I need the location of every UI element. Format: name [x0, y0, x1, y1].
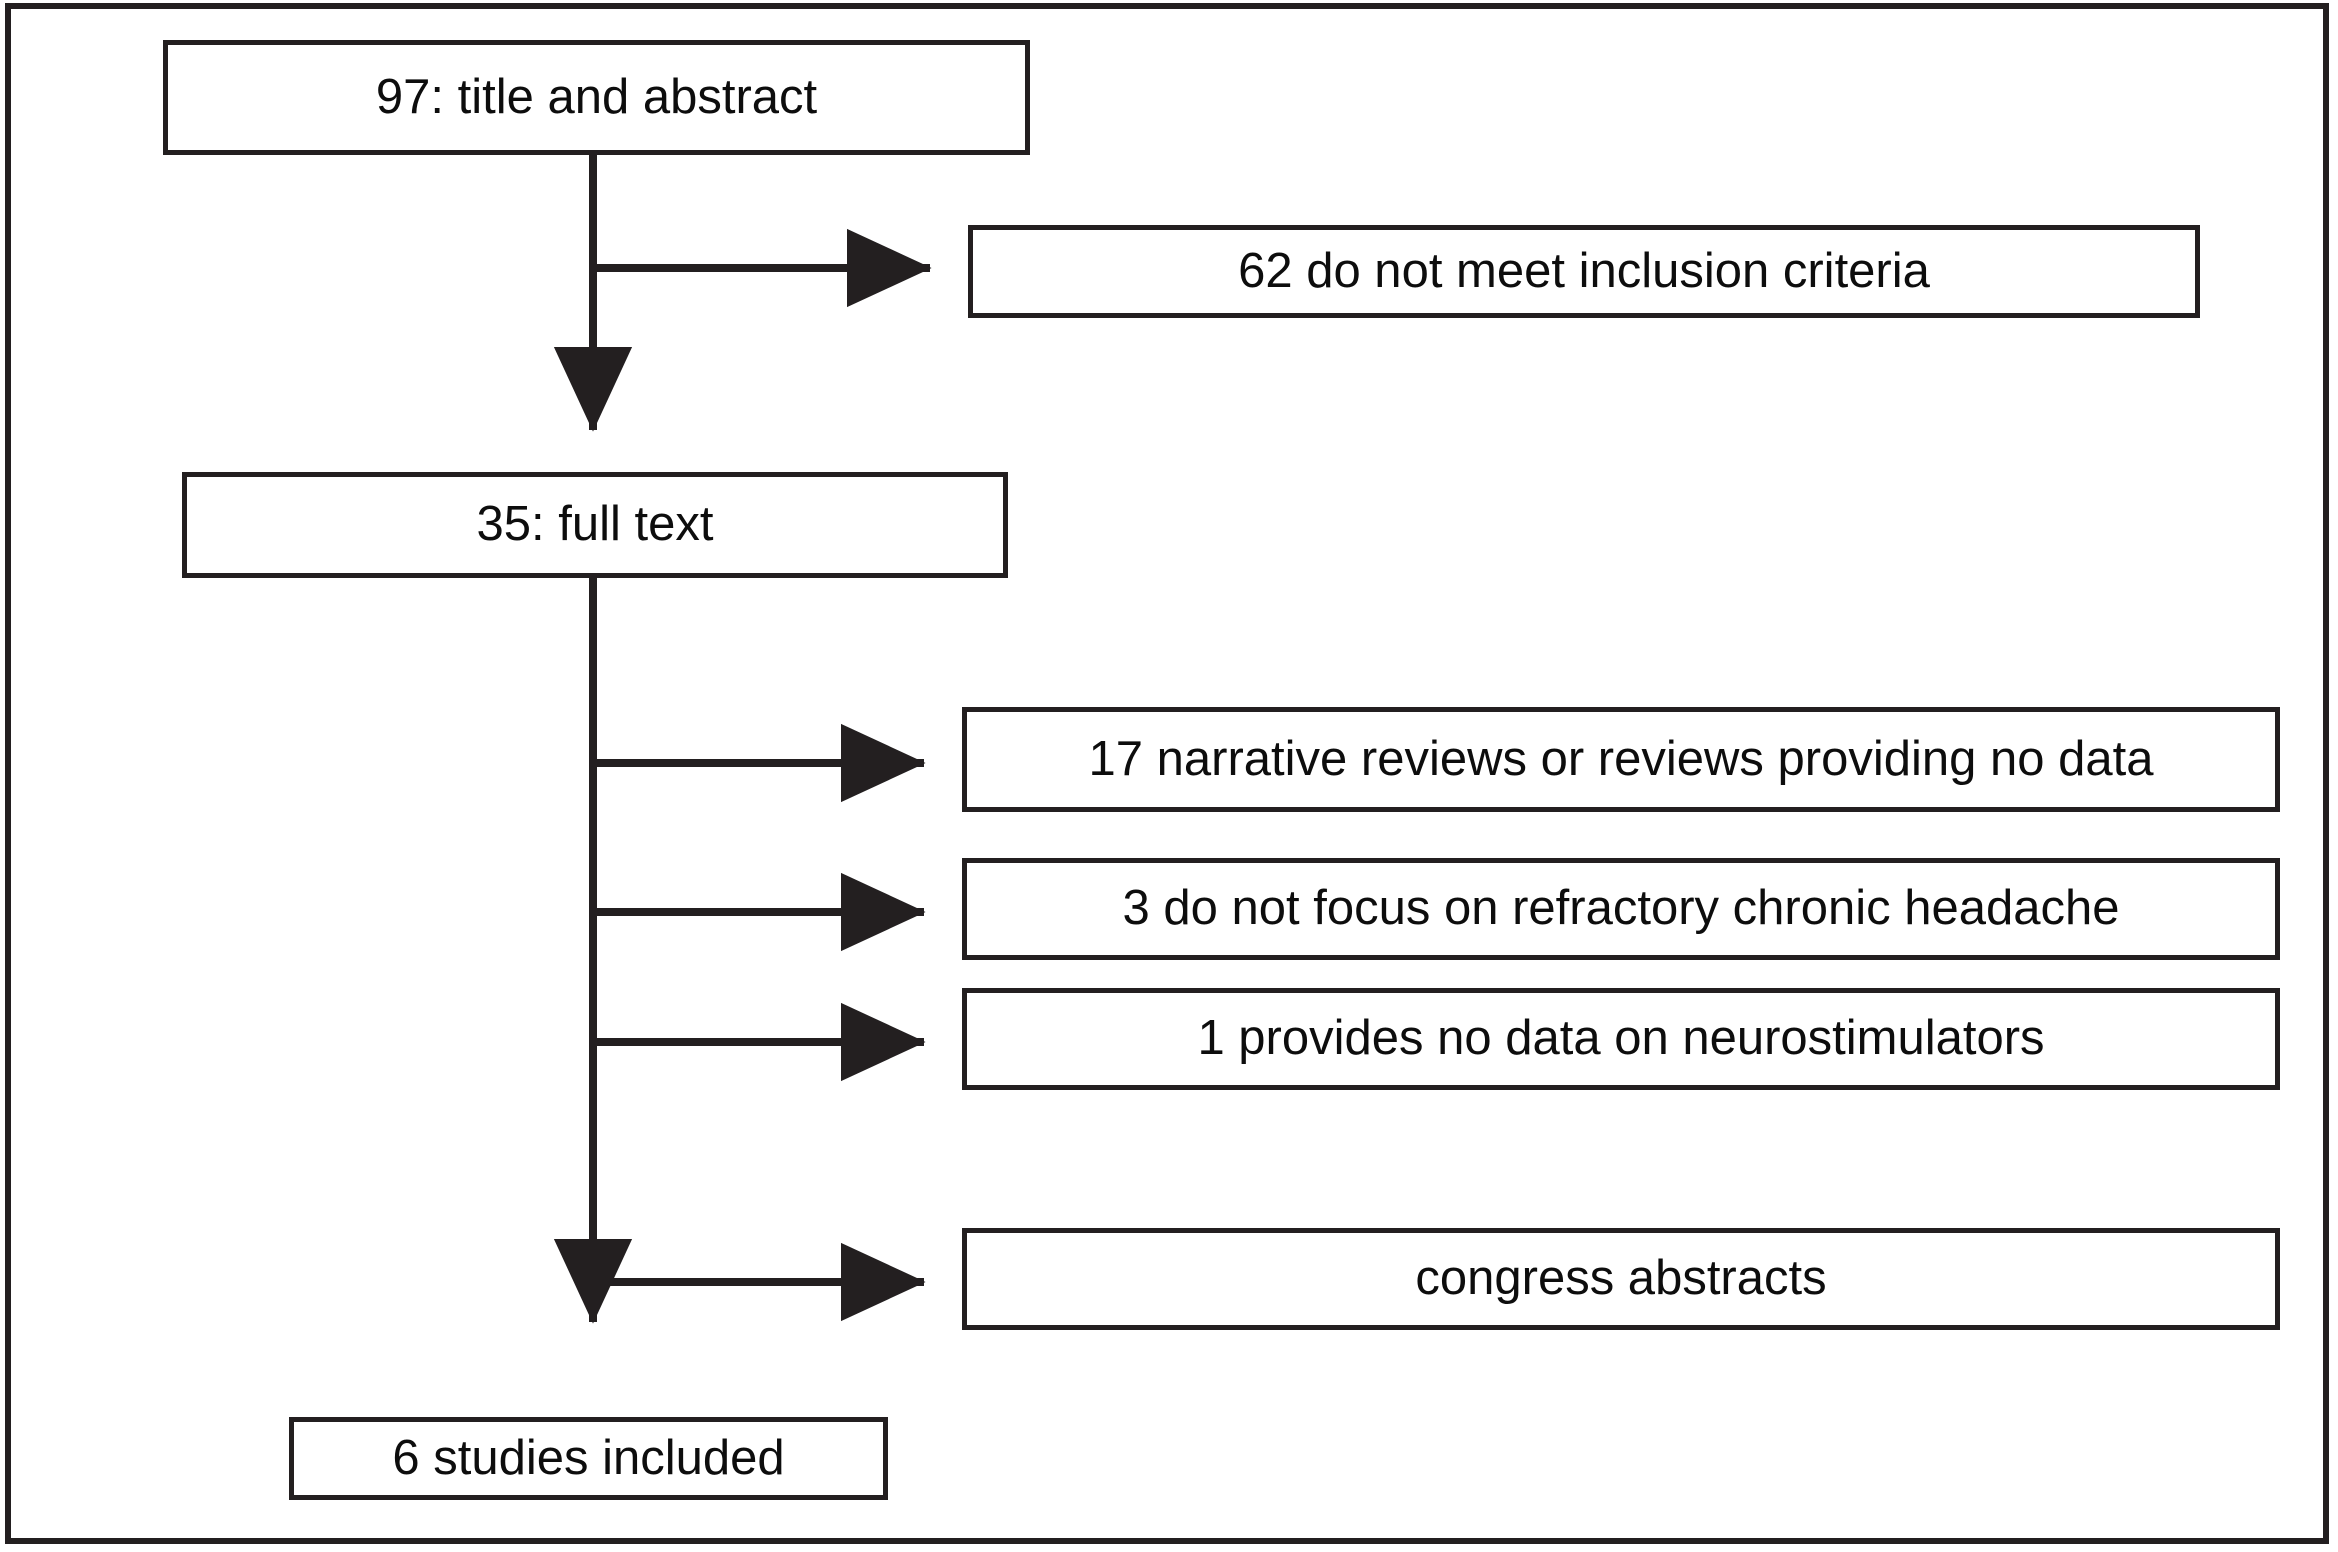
- node-excluded-1-label: 62 do not meet inclusion criteria: [1238, 243, 1930, 298]
- node-full-text: 35: full text: [182, 472, 1008, 578]
- node-screened-title-abstract: 97: title and abstract: [163, 40, 1030, 155]
- node-excluded-not-refractory-chronic-headache: 3 do not focus on refractory chronic hea…: [962, 858, 2280, 960]
- node-excluded-4-label: 1 provides no data on neurostimulators: [1197, 1011, 2045, 1066]
- node-screened-label: 97: title and abstract: [375, 69, 818, 124]
- node-excluded-narrative-reviews: 17 narrative reviews or reviews providin…: [962, 707, 2280, 812]
- node-excluded-5-label: congress abstracts: [1415, 1251, 1827, 1306]
- node-excluded-3-label: 3 do not focus on refractory chronic hea…: [1122, 881, 2120, 936]
- node-excluded-2-label: 17 narrative reviews or reviews providin…: [1088, 731, 2154, 786]
- node-fulltext-label: 35: full text: [476, 497, 714, 552]
- diagram-frame: [5, 3, 2329, 1544]
- node-excluded-inclusion-criteria: 62 do not meet inclusion criteria: [968, 225, 2200, 318]
- node-studies-included: 6 studies included: [289, 1417, 888, 1500]
- node-excluded-no-neurostimulator-data: 1 provides no data on neurostimulators: [962, 988, 2280, 1090]
- node-included-label: 6 studies included: [392, 1430, 785, 1485]
- node-excluded-congress-abstracts: congress abstracts: [962, 1228, 2280, 1330]
